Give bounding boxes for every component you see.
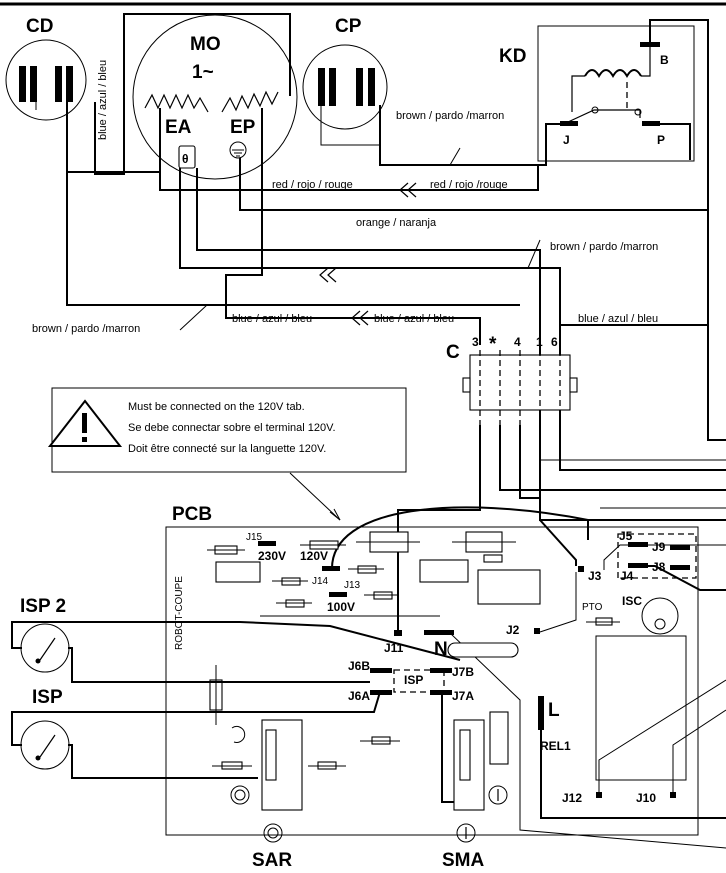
wire-label-blue-2: blue / azul / bleu [374,313,454,325]
jumper-j9: J9 [652,540,666,554]
wire-label-blue-3: blue / azul / bleu [578,313,658,325]
kd-pin-j: J [563,133,570,147]
jumper-j12: J12 [562,791,582,805]
pcb-label: PCB [172,504,212,525]
sma-symbol-icon [456,823,476,843]
theta-symbol: θ [182,152,189,166]
cp-capacitor: CP [302,16,388,130]
label-230v: 230V [258,549,286,563]
notice-box: Must be connected on the 120V tab. Se de… [47,387,407,473]
kd-pin-b: B [660,53,669,67]
label-120v: 120V [300,549,328,563]
motor-mo: MO 1~ EA EP θ [132,14,298,180]
jumper-j6a: J6A [348,689,370,703]
jumper-j7a: J7A [452,689,474,703]
notice-line-1: Must be connected on the 120V tab. [128,401,305,413]
wire-label-brown-kd: brown / pardo /marron [396,110,504,122]
motor-winding-left [144,93,209,113]
connector-c: C 3 * 4 1 6 [446,334,578,425]
connector-pin-6: 6 [551,335,558,349]
pto-label: PTO [582,602,603,613]
wire-label-blue-1: blue / azul / bleu [232,313,312,325]
kd-label: KD [499,46,526,67]
ep-label: EP [230,117,256,138]
wire-label-red-1: red / rojo / rouge [272,179,353,191]
jumper-j15: J15 [246,532,263,543]
sar-label: SAR [252,850,292,871]
sar-sma-labels: SAR SMA [252,823,485,871]
ground-icon [229,141,247,159]
notice-line-2: Se debe connectar sobre el terminal 120V… [128,422,336,434]
connector-pcb-wires [330,425,726,630]
kd-pin-p: P [657,133,665,147]
leader-lines [179,147,541,521]
wire-label-orange: orange / naranja [356,217,437,229]
connector-pin-1: 1 [536,335,543,349]
wire-label-blue-vertical: blue / azul / bleu [97,60,109,140]
isc-sensor-icon [641,597,679,635]
isp-label: ISP [32,687,63,708]
jumper-j7b: J7B [452,665,474,679]
connector-c-label: C [446,342,460,363]
notice-line-3: Doit être connecté sur la languette 120V… [128,443,326,455]
wire-arrows [319,182,417,326]
robot-coupe-label: ROBOT-COUPE [174,576,185,650]
wire-label-brown-right: brown / pardo /marron [550,241,658,253]
pcb-board: PCB ROBOT-COUPE J15 230V 120V J14 J13 10… [165,504,726,849]
isc-label: ISC [622,594,642,608]
jumper-j5: J5 [619,529,633,543]
connector-pin-3: 3 [472,335,479,349]
label-100v: 100V [327,600,355,614]
jumper-j2: J2 [506,623,520,637]
rel1-label: REL1 [540,739,571,753]
cp-label: CP [335,16,362,37]
l-terminal-label: L [548,700,560,721]
kd-coil [584,69,642,78]
wire-label-red-2: red / rojo /rouge [430,179,508,191]
thermal-protector-box [178,145,196,169]
sar-indicator-icon [230,785,250,805]
cd-label: CD [26,16,53,37]
mo-label: MO [190,34,221,55]
jumper-j13: J13 [344,580,361,591]
sma-label: SMA [442,850,485,871]
isp-switch: ISP [11,687,454,803]
cd-capacitor: CD [5,16,87,121]
connector-star: * [489,334,497,355]
mo-phase-label: 1~ [192,62,214,83]
isp2-label: ISP 2 [20,596,66,617]
jumper-j4: J4 [620,569,634,583]
connector-pin-4: 4 [514,335,521,349]
isp2-switch: ISP 2 [11,596,461,683]
kd-relay: KD B J P [499,25,695,162]
jumper-j3: J3 [588,569,602,583]
top-wiring [35,13,726,521]
wire-label-brown-left: brown / pardo /marron [32,323,140,335]
sma-indicator-icon [488,785,508,805]
ea-label: EA [165,117,192,138]
jumper-j6b: J6B [348,659,370,673]
motor-winding-right [221,90,279,113]
isp-inner-label: ISP [404,673,423,687]
jumper-j10: J10 [636,791,656,805]
sar-symbol-icon [263,823,283,843]
jumper-j14: J14 [312,576,329,587]
